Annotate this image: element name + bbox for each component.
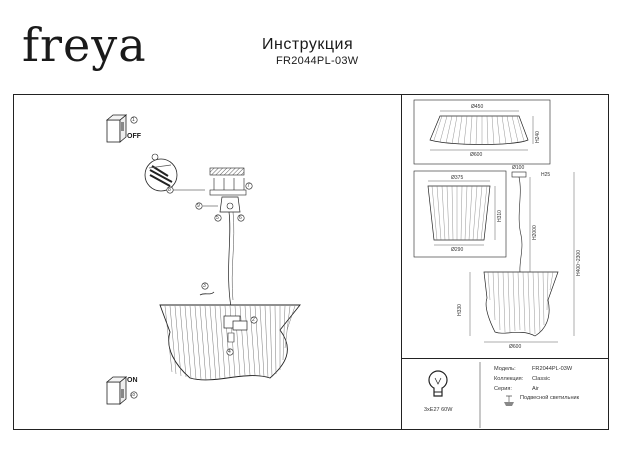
step-3-number: 3 [203,283,206,289]
info-value-collection: Classic [532,376,551,382]
info-row-model: Модель: FR2044PL-03W [494,366,572,372]
pendant-type-icon [504,395,514,406]
step-3-marker [201,282,209,290]
dim-total-height: H400~2300 [576,250,582,276]
info-row-series: Серия: Air [494,386,539,392]
info-key-collection: Коллекция: [494,376,524,382]
shade-dimension-drawing [413,99,575,343]
dim-lamp-width: Ø600 [509,344,522,350]
info-row-collection: Коллекция: Classic [494,376,550,382]
step-4-marker [226,348,234,356]
dim-canopy-width: Ø100 [512,165,525,171]
step-1-number: 1 [132,117,135,123]
step-9-number: 9 [197,203,200,209]
step-9-marker [195,202,203,210]
dim-shade-height: H240 [535,131,541,143]
pendant-shade-drawing [159,304,301,381]
dim-cable-length: H2000 [532,225,538,240]
step-7-marker [245,182,253,190]
ceiling-hatch [209,167,245,176]
step-5-number: 5 [216,215,219,221]
step-7-number: 7 [247,183,250,189]
horizontal-divider [401,358,609,359]
info-type-label: Подвесной светильник [520,395,580,401]
step-1-marker [130,116,138,124]
vertical-divider [401,94,402,430]
step-2-number: 2 [252,317,255,323]
step-5-marker [214,214,222,222]
on-label: ON [127,377,138,384]
info-key-series: Серия: [494,386,512,392]
bulb-spec: 3xE27 60W [424,407,453,413]
bulb-icon [428,370,448,397]
brand-logo: freya [22,18,147,72]
mount-detail-icon [144,158,178,192]
info-key-model: Модель: [494,366,516,372]
step-6-number: 6 [239,215,242,221]
document-title: Инструкция [262,36,354,53]
step-4-number: 4 [228,349,231,355]
dim-shade-top: Ø450 [471,104,484,110]
step-2-marker [250,316,258,324]
step-8-detail [151,153,159,161]
switch-on-icon [105,376,128,405]
document-model-number: FR2044PL-03W [276,55,359,67]
mounting-bracket [209,189,247,196]
step-10-marker [130,391,138,399]
info-value-model: FR2044PL-03W [532,366,573,372]
info-value-series: Air [532,386,539,392]
dim-lamp-height: H330 [457,304,463,316]
dim-canopy-height: H25 [541,172,551,178]
dim-shade-bottom: Ø600 [470,152,483,158]
dim-inner-height: H310 [497,210,503,222]
off-label: OFF [127,133,141,140]
switch-off-icon [105,114,128,143]
step-10-number: 10 [130,392,136,397]
dim-inner-top: Ø375 [451,175,464,181]
instruction-frame [13,94,609,430]
dim-inner-bottom: Ø290 [451,247,464,253]
step-8-number: 8 [168,187,171,193]
step-6-marker [237,214,245,222]
